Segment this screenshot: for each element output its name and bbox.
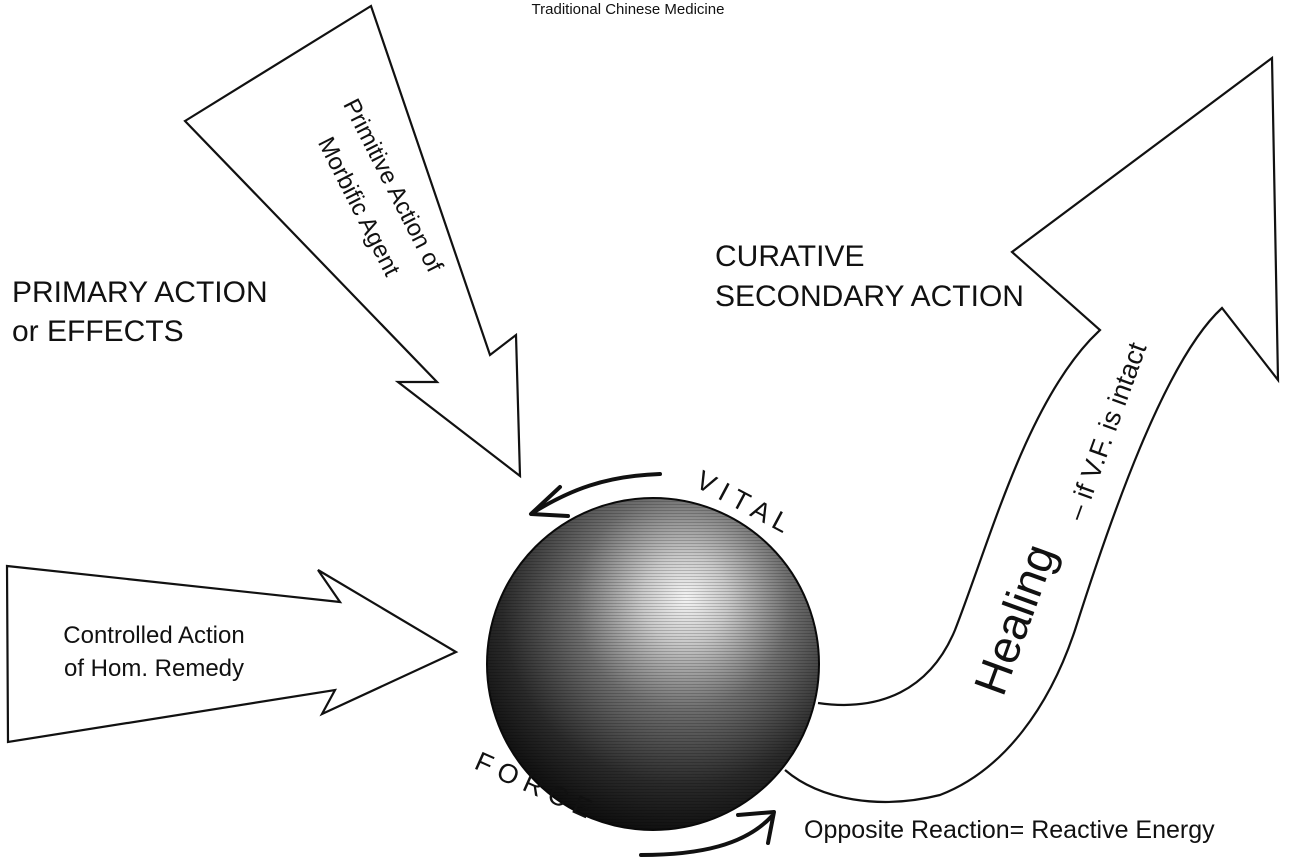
primary-label-line2: or EFFECTS — [12, 315, 184, 348]
opposite-reaction-label: Opposite Reaction= Reactive Energy — [804, 816, 1215, 844]
remedy-label-line1: Controlled Action — [63, 622, 244, 649]
morbific-arrow — [183, 4, 522, 479]
vital-force-sphere — [486, 497, 820, 831]
curative-label-line2: SECONDARY ACTION — [715, 280, 1024, 313]
curative-label-line1: CURATIVE — [715, 240, 864, 273]
vital-rotation-arrow — [529, 472, 662, 518]
remedy-arrow — [5, 564, 459, 744]
primary-label-line1: PRIMARY ACTION — [12, 276, 268, 309]
healing-arrow — [784, 55, 1280, 803]
remedy-label-line2: of Hom. Remedy — [64, 655, 244, 682]
force-rotation-arrow — [639, 810, 776, 857]
header-caption: Traditional Chinese Medicine — [532, 1, 725, 18]
